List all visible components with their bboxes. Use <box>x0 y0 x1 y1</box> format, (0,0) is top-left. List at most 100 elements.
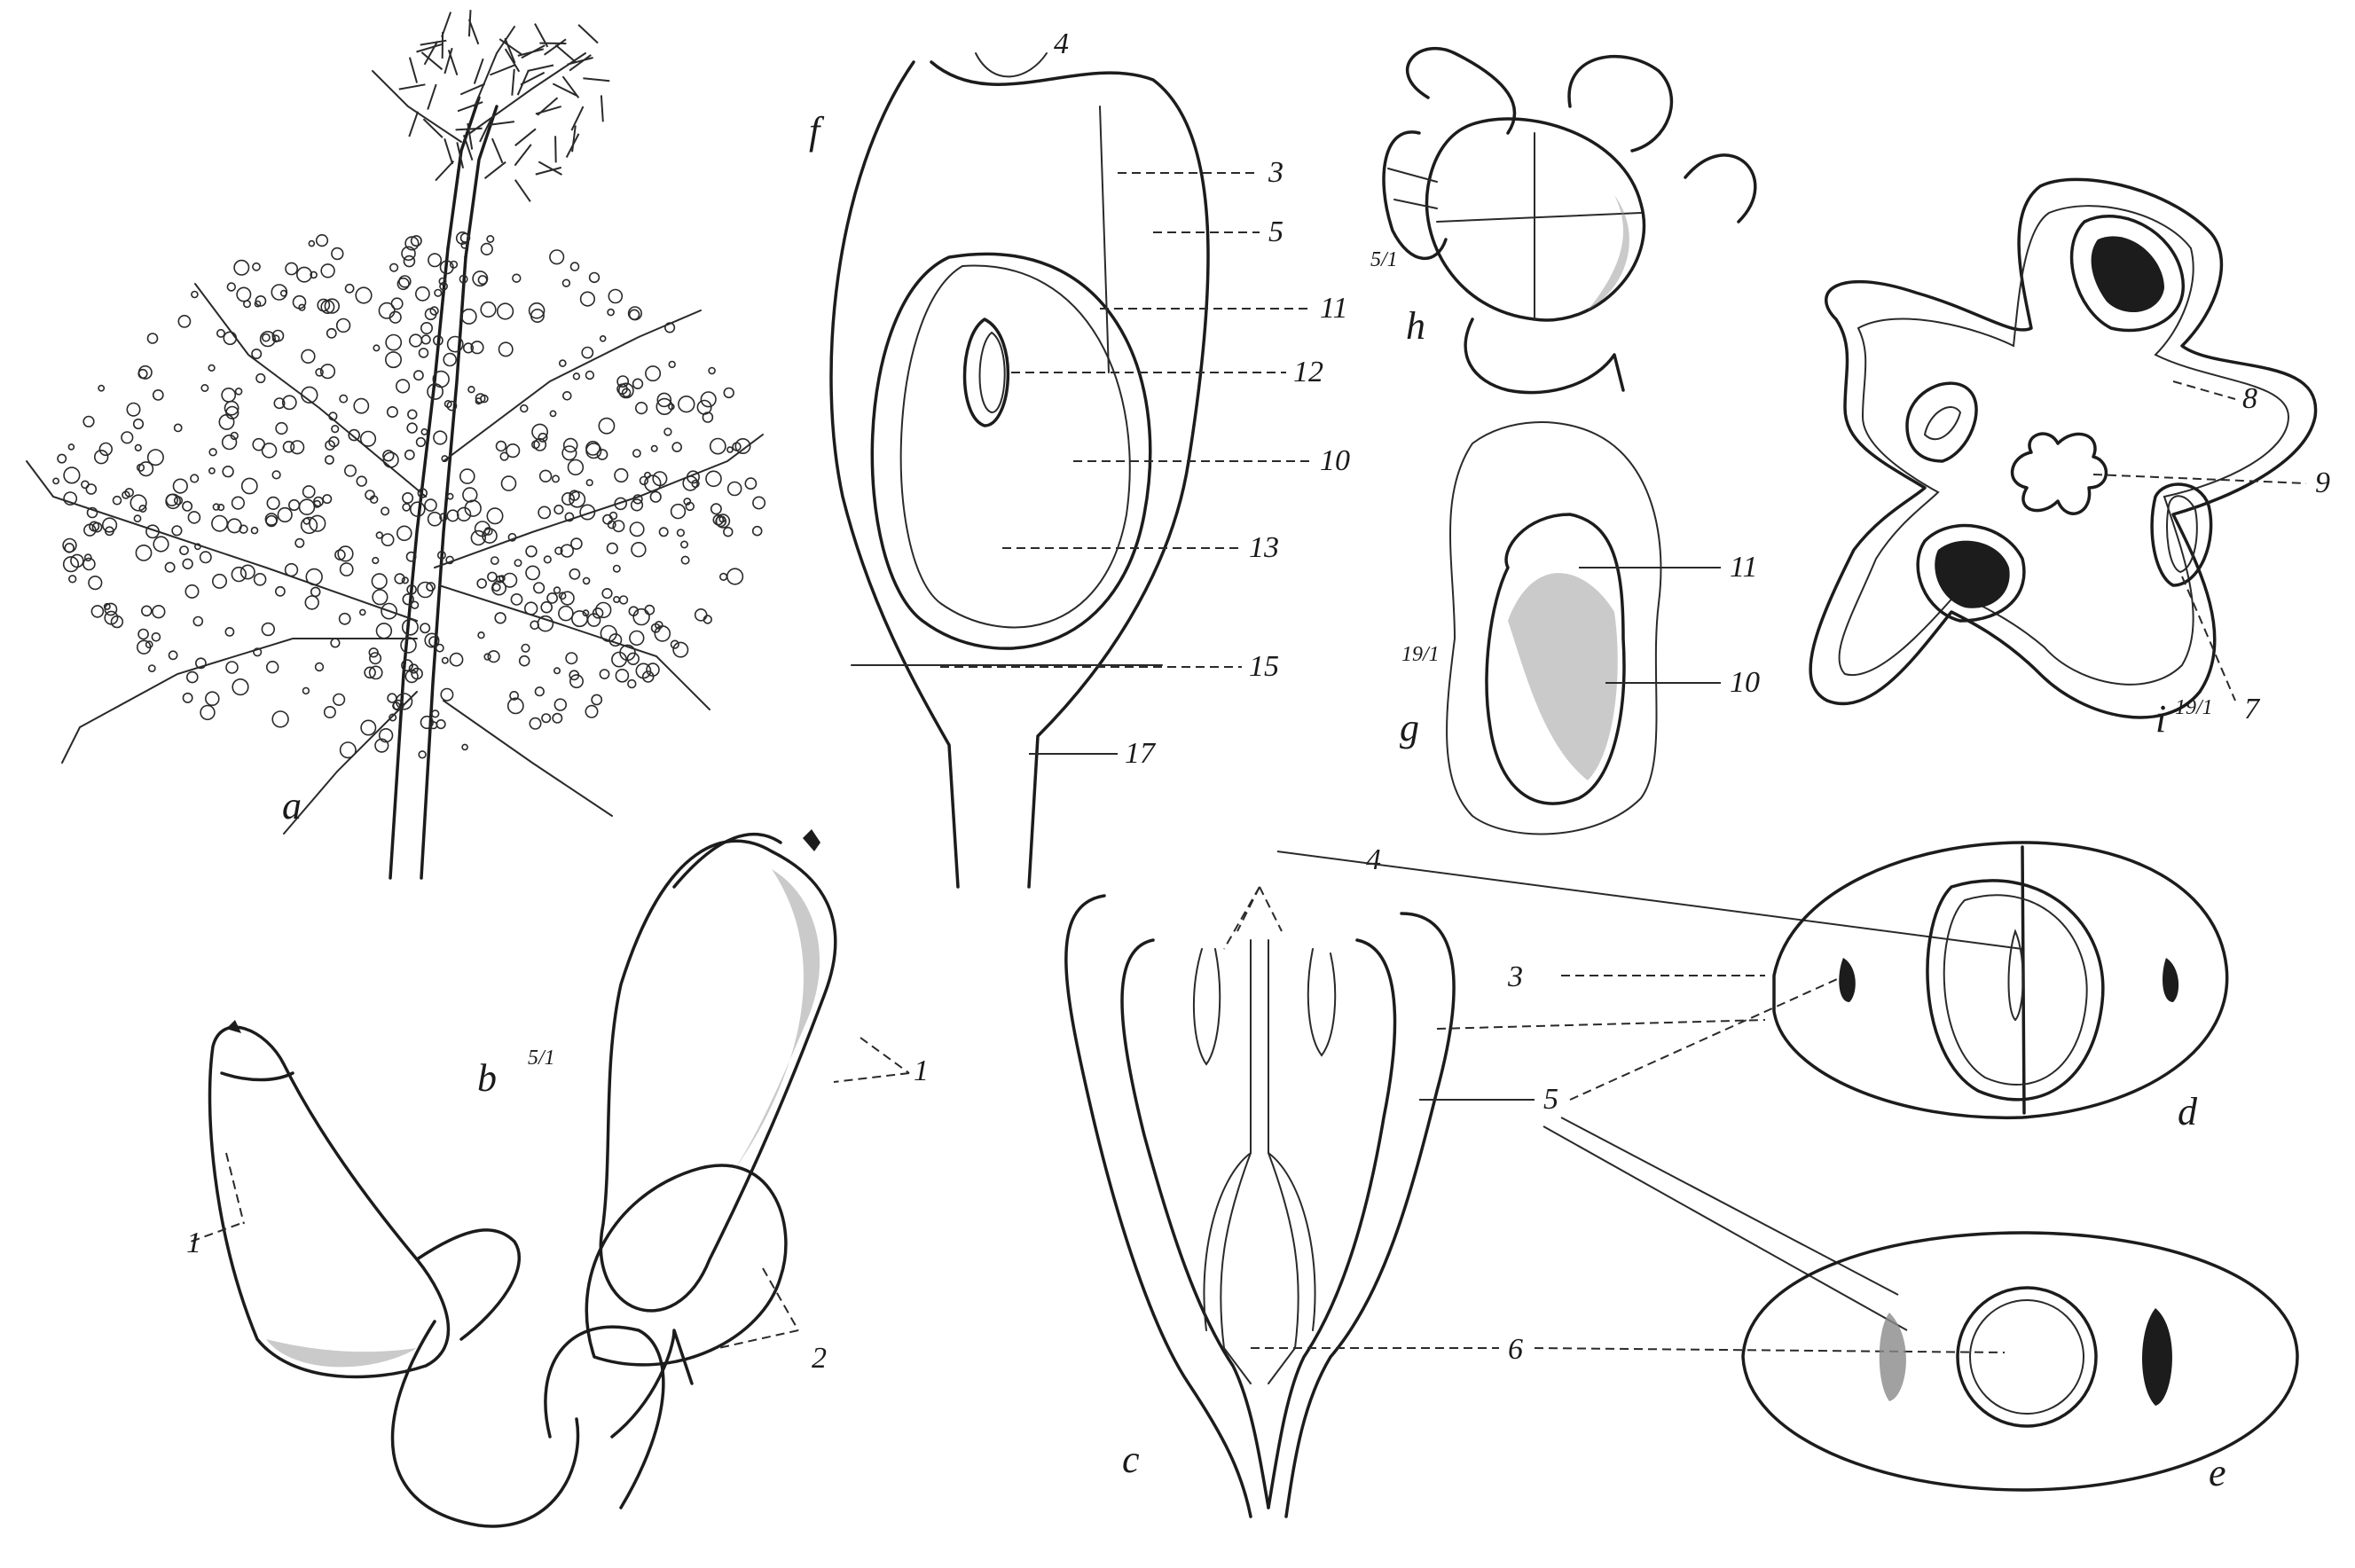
foliage-blossom <box>396 694 412 710</box>
foliage-blossom <box>396 380 410 393</box>
foliage-blossom <box>278 508 292 522</box>
foliage-blossom <box>236 388 242 395</box>
foliage-blossom <box>566 653 577 663</box>
foliage-blossom <box>193 617 202 626</box>
foliage-blossom <box>482 244 493 255</box>
foliage-blossom <box>267 662 279 673</box>
foliage-blossom <box>581 292 595 306</box>
foliage-blossom <box>538 616 553 631</box>
foliage-blossom <box>447 510 458 521</box>
foliage-blossom <box>586 480 593 486</box>
pine-needle <box>485 162 506 179</box>
foliage-blossom <box>745 478 756 489</box>
foliage-blossom <box>468 387 475 393</box>
foliage-blossom <box>493 584 500 591</box>
foliage-blossom <box>327 329 336 338</box>
foliage-blossom <box>68 444 74 450</box>
foliage-blossom <box>200 552 211 562</box>
foliage-blossom <box>127 404 139 416</box>
foliage-blossom <box>632 499 643 511</box>
foliage-blossom <box>599 419 614 434</box>
foliage-blossom <box>443 658 448 663</box>
pine-needle <box>512 69 514 96</box>
foliage-blossom <box>323 495 331 503</box>
foliage-blossom <box>388 694 396 702</box>
foliage-blossom <box>99 443 112 456</box>
figure-f-callout-15: 15 <box>1249 650 1279 683</box>
foliage-blossom <box>511 594 522 605</box>
foliage-blossom <box>561 592 574 605</box>
foliage-blossom <box>262 623 274 636</box>
figure-f-callout-11: 11 <box>1320 292 1347 325</box>
foliage-blossom <box>276 423 287 435</box>
pine-needle <box>545 39 566 55</box>
figure-b-callout-1a: 1 <box>186 1227 201 1259</box>
foliage-blossom <box>212 516 227 531</box>
pine-needle <box>475 59 483 83</box>
foliage-blossom <box>416 287 429 301</box>
foliage-blossom <box>167 495 178 506</box>
foliage-blossom <box>550 250 564 264</box>
foliage-blossom <box>502 476 516 490</box>
foliage-blossom <box>574 373 580 380</box>
foliage-blossom <box>376 532 382 538</box>
pine-needle <box>490 65 514 74</box>
foliage-blossom <box>136 445 142 451</box>
foliage-blossom <box>636 403 648 414</box>
figure-f-callout-10: 10 <box>1320 444 1350 477</box>
foliage-blossom <box>710 439 726 454</box>
pine-needle <box>469 10 471 36</box>
foliage-blossom <box>272 471 280 479</box>
foliage-blossom <box>222 388 235 402</box>
foliage-blossom <box>570 675 583 687</box>
foliage-blossom <box>149 665 155 671</box>
locule-bottom-left <box>1918 526 2024 621</box>
foliage-blossom <box>276 587 285 596</box>
foliage-blossom <box>223 435 237 450</box>
foliage-blossom <box>695 609 707 621</box>
foliage-blossom <box>608 310 614 316</box>
foliage-blossom <box>303 486 315 498</box>
foliage-blossom <box>341 742 356 757</box>
foliage-blossom <box>514 560 521 566</box>
foliage-blossom <box>462 744 467 749</box>
foliage-blossom <box>225 628 233 636</box>
foliage-blossom <box>448 494 453 499</box>
foliage-blossom <box>508 698 523 713</box>
foliage-blossom <box>554 699 566 710</box>
foliage-blossom <box>753 527 762 536</box>
foliage-blossom <box>297 267 311 281</box>
foliage-blossom <box>187 672 198 683</box>
foliage-blossom <box>134 515 140 521</box>
foliage-blossom <box>138 370 147 379</box>
foliage-blossom <box>617 376 628 387</box>
foliage-blossom <box>525 602 538 615</box>
foliage-blossom <box>242 478 257 493</box>
foliage-blossom <box>114 497 122 505</box>
foliage-blossom <box>542 714 550 722</box>
foliage-blossom <box>405 451 414 459</box>
foliage-blossom <box>547 593 557 603</box>
figure-b-scale: 5/1 <box>528 1047 555 1070</box>
foliage-blossom <box>652 446 657 451</box>
figure-f-label: f <box>809 109 825 153</box>
foliage-blossom <box>180 546 188 554</box>
foliage-blossom <box>331 639 340 647</box>
foliage-blossom <box>386 352 401 367</box>
foliage-blossom <box>340 395 347 402</box>
foliage-blossom <box>306 569 322 585</box>
figure-f-callout-12: 12 <box>1293 356 1323 388</box>
pine-needle <box>583 78 609 81</box>
foliage-blossom <box>614 597 619 602</box>
foliage-blossom <box>753 497 765 508</box>
foliage-blossom <box>620 596 628 604</box>
pine-needle <box>518 71 529 96</box>
figure-c-callout-6: 6 <box>1508 1333 1523 1366</box>
foliage-blossom <box>98 386 104 391</box>
foliage-blossom <box>152 633 160 641</box>
figure-b-buds: b 5/1 1 1 2 <box>186 829 929 1526</box>
foliage-blossom <box>419 751 426 758</box>
foliage-blossom <box>724 388 734 398</box>
foliage-blossom <box>191 474 199 482</box>
